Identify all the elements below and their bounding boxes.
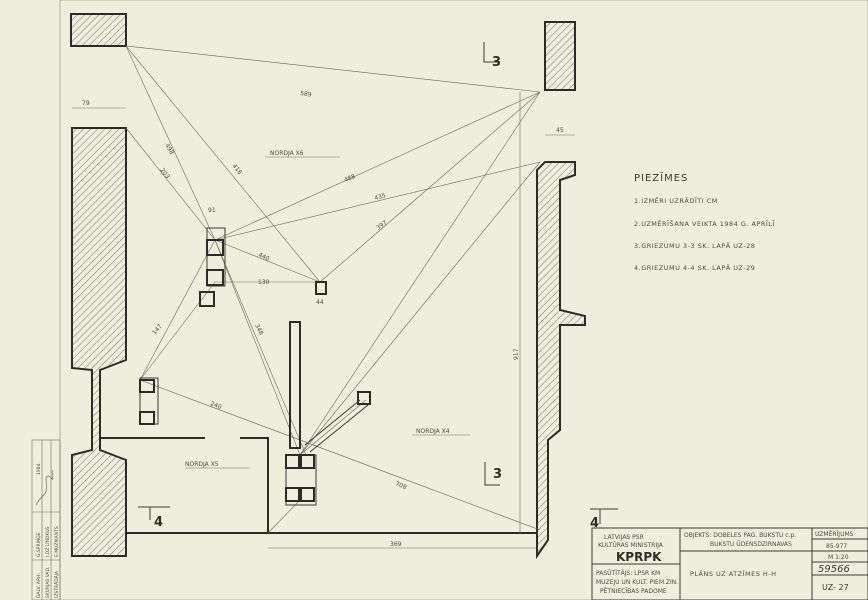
svg-text:IZSTRĀDĀJA: IZSTRĀDĀJA <box>53 570 60 598</box>
note-item: 3.GRIEZUMU 3-3 SK. LAPĀ UZ-28 <box>634 241 755 250</box>
dim-label: 369 <box>390 541 402 548</box>
note-item: 1.IZMĒRI UZRĀDĪTI CM <box>634 196 718 205</box>
partition-2 <box>240 437 269 533</box>
client-line2: MUZEJU UN KULT. PIEM.ZIN. <box>596 579 678 586</box>
object-line1: OBJEKTS: DOBELES PAG. BUKSTU c.p. <box>684 532 796 539</box>
svg-text:E.MUZIKANTS: E.MUZIKANTS <box>54 526 60 557</box>
object-line2: BUKSTU ŪDENSDZIRNAVAS <box>710 541 792 548</box>
signature <box>35 469 54 506</box>
measurement-lines <box>72 45 575 549</box>
dim-label: 79 <box>82 100 90 107</box>
note-item: 4.GRIEZUMU 4-4 SK. LAPĀ UZ-29 <box>634 263 755 272</box>
dim-label: 418 <box>230 163 243 176</box>
section-mark-4-right: 4 <box>590 508 618 531</box>
section-mark-3-bottom: 3 <box>484 462 502 486</box>
section-mark-4-left: 4 <box>138 506 170 530</box>
dim-label: 147 <box>151 323 164 336</box>
sheet-number: UZ- 27 <box>822 583 849 592</box>
note-item: 2.UZMĒRĪŠANA VEIKTA 1984 G. APRĪLĪ <box>634 219 775 228</box>
dim-label: 708 <box>394 480 407 491</box>
dim-label: 917 <box>513 348 520 360</box>
svg-text:1984: 1984 <box>36 463 42 475</box>
svg-text:I.DZ LĪNDKUS: I.DZ LĪNDKUS <box>44 526 51 557</box>
dim-label: 45 <box>556 127 564 134</box>
dim-label: 203 <box>158 167 171 180</box>
title-block: LATVIJAS PSR KULTŪRAS MINISTRIJA KPRPK P… <box>591 527 868 600</box>
sheet-frame <box>59 0 868 600</box>
svg-text:3: 3 <box>493 467 502 482</box>
svg-text:4: 4 <box>590 516 599 531</box>
dim-label: 130 <box>258 279 270 286</box>
scale: M 1:20 <box>828 554 849 561</box>
dim-label: 589 <box>300 90 312 99</box>
dim-label: 440 <box>257 251 271 262</box>
nordja-x4-label: NORDJA X4 <box>416 428 450 435</box>
svg-text:GALV. ARH.: GALV. ARH. <box>36 573 42 598</box>
dim-label: 348 <box>253 323 264 337</box>
nordja-x5 <box>139 377 159 425</box>
dim-label: 498 <box>163 143 175 157</box>
nordja-x4 <box>285 321 371 506</box>
org-name: KPRPK <box>616 550 662 564</box>
left-wall <box>70 13 127 557</box>
svg-text:G.SPRIŅĢE: G.SPRIŅĢE <box>36 532 42 557</box>
dim-label: 397 <box>375 219 389 231</box>
notes: PIEZĪMES 1.IZMĒRI UZRĀDĪTI CM 2.UZMĒRĪŠA… <box>634 171 775 272</box>
notes-heading: PIEZĪMES <box>634 171 688 184</box>
stage: UZMĒRĪJUMS <box>815 531 854 538</box>
section-mark-3-top: 3 <box>483 42 501 70</box>
svg-text:4: 4 <box>154 515 163 530</box>
svg-text:SKURJAS VAD.: SKURJAS VAD. <box>45 567 51 599</box>
project-number: 85-977 <box>826 543 847 550</box>
nordja-x6-label: NORDJA X6 <box>270 150 304 157</box>
dim-label: 44 <box>316 299 324 306</box>
nordja-x6 <box>199 227 327 307</box>
right-wall <box>536 21 586 560</box>
dim-label: 435 <box>374 192 387 202</box>
svg-text:3: 3 <box>492 55 501 70</box>
ministry-line2: KULTŪRAS MINISTRIJA <box>598 542 664 549</box>
archive-number: 59566 <box>818 564 850 575</box>
dim-label: 488 <box>343 173 356 184</box>
signature-stamp: GALV. ARH. SKURJAS VAD. IZSTRĀDĀJA G.SPR… <box>31 439 61 600</box>
sheet-title: PLĀNS UZ ATZĪMES H-H <box>690 569 777 578</box>
ministry-line1: LATVIJAS PSR <box>604 534 644 541</box>
client-line1: PASŪTĪTĀJS: LPSR KM <box>596 570 660 577</box>
dim-label: 240 <box>209 400 222 411</box>
client-line3: PĒTNIECĪBAS PADOME <box>600 588 667 595</box>
nordja-x5-label: NORDJA X5 <box>185 461 219 468</box>
dim-label: 91 <box>208 207 216 214</box>
